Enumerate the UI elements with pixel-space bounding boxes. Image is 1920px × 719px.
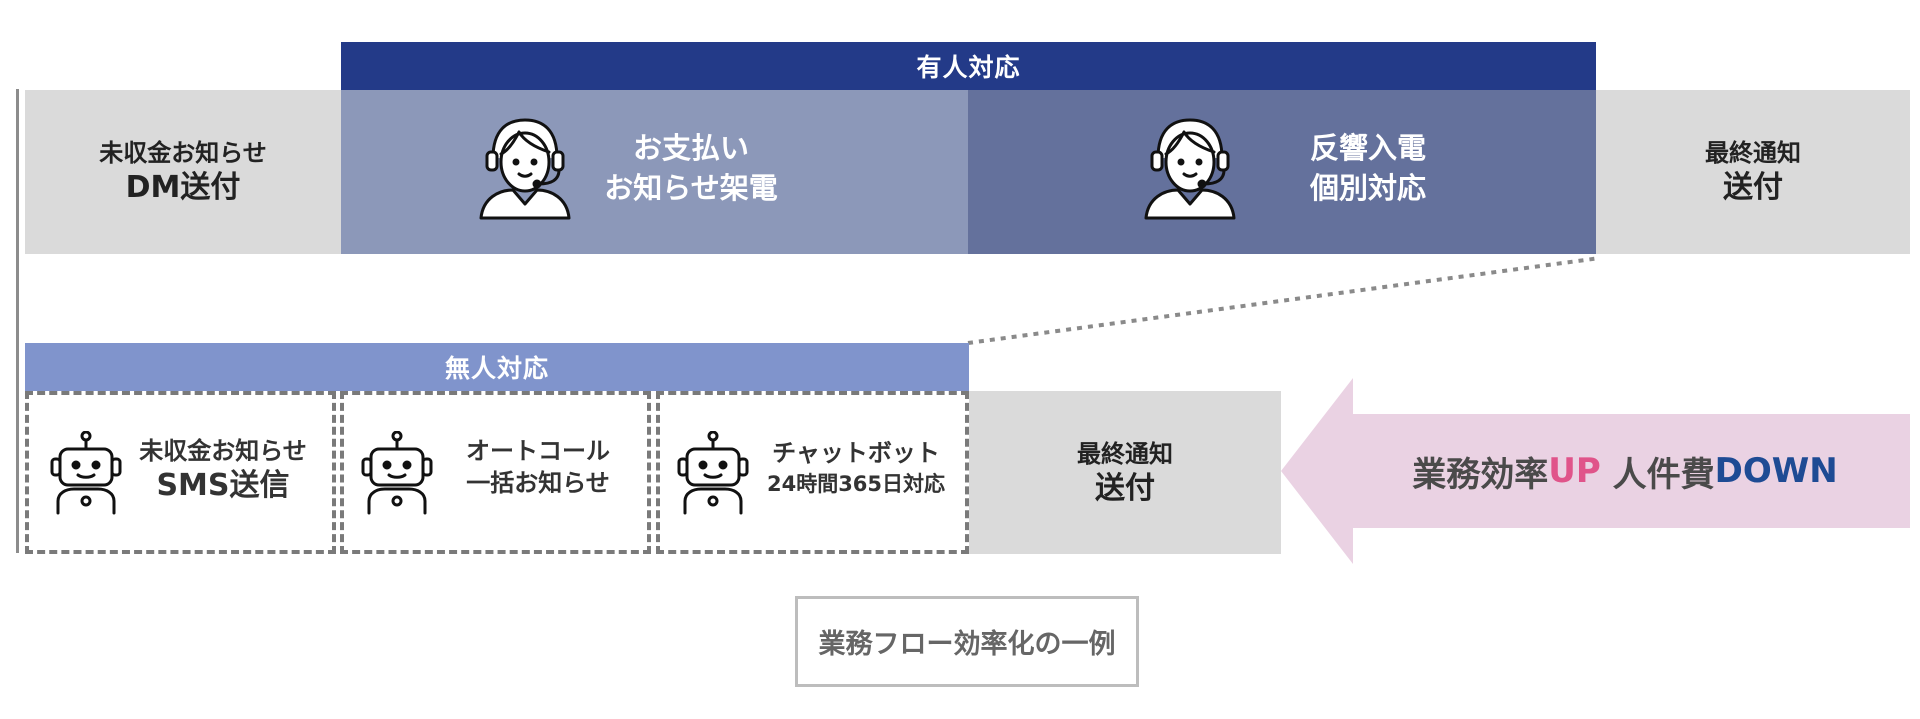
auto-step-chatbot-line1: チャットボット [772,439,940,467]
human-step-call-line1: お支払い [632,131,749,165]
banner-part-labor-cost: 人件費 [1600,454,1715,495]
auto-step-chatbot: チャットボット 24時間365日対応 [656,391,969,554]
automated-section-header: 無人対応 [25,343,969,391]
banner-part-down: DOWN [1714,451,1838,491]
robot-icon [48,431,124,515]
human-step-call: お支払い お知らせ架電 [341,90,968,254]
banner-part-up: UP [1548,451,1601,491]
auto-step-final-line1: 最終通知 [1077,439,1173,468]
human-step-dm-line2: DM送付 [125,170,241,205]
banner-part-efficiency: 業務効率 [1412,454,1549,495]
headset-operator-icon [479,116,571,220]
human-section-header: 有人対応 [341,42,1596,90]
human-step-final-notice: 最終通知 送付 [1596,90,1910,254]
human-step-inbound: 反響入電 個別対応 [968,90,1596,254]
auto-step-sms-line1: 未収金お知らせ [139,437,307,465]
human-step-inbound-line2: 個別対応 [1309,171,1426,205]
auto-step-sms-line2: SMS送信 [156,468,290,503]
auto-step-autocall-line1: オートコール [466,437,610,465]
headset-operator-icon [1144,116,1236,220]
human-step-final-line2: 送付 [1723,170,1783,205]
efficiency-arrow-banner [1281,378,1910,564]
human-step-dm: 未収金お知らせ DM送付 [25,90,341,254]
human-step-call-line2: お知らせ架電 [604,171,778,205]
robot-icon [675,431,751,515]
auto-step-chatbot-line2: 24時間365日対応 [766,472,946,496]
auto-step-autocall: オートコール 一括お知らせ [340,391,651,554]
human-step-dm-line1: 未収金お知らせ [99,139,267,167]
human-step-inbound-line1: 反響入電 [1309,131,1426,165]
auto-step-autocall-line2: 一括お知らせ [466,469,610,497]
timeline-rule [16,89,19,553]
diagram-caption: 業務フロー効率化の一例 [795,596,1139,687]
dotted-connector [967,256,1601,345]
auto-step-sms: 未収金お知らせ SMS送信 [25,391,336,554]
robot-icon [359,431,435,515]
auto-step-final-notice: 最終通知 送付 [969,391,1281,554]
human-step-final-line1: 最終通知 [1705,139,1801,167]
auto-step-final-line2: 送付 [1095,470,1155,506]
